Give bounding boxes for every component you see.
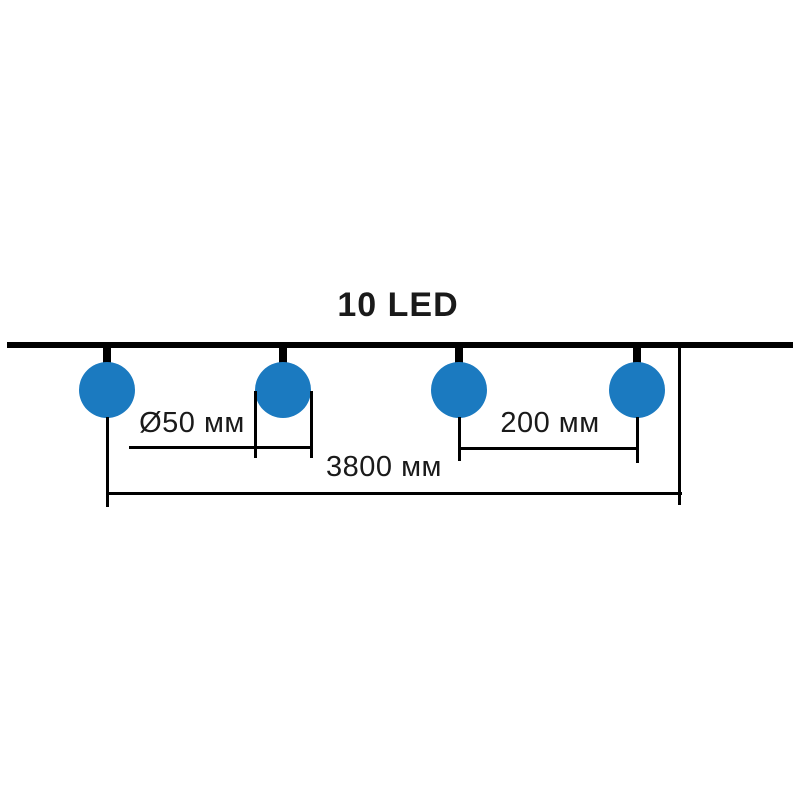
diameter-extension-left <box>254 391 257 458</box>
spacing-label: 200 мм <box>500 407 600 439</box>
length-label: 3800 мм <box>326 451 442 483</box>
diameter-dimension-line <box>129 446 313 449</box>
diameter-extension-right <box>310 391 313 458</box>
diagram-title: 10 LED <box>337 286 459 324</box>
led-bulb <box>255 362 311 418</box>
spacing-extension-right <box>636 417 639 463</box>
led-bulb <box>609 362 665 418</box>
spacing-dimension-line <box>459 447 638 450</box>
spacing-extension-left <box>458 417 461 461</box>
bulb-cord-stub <box>103 346 111 372</box>
length-extension-left <box>106 417 109 507</box>
bulb-cord-stub <box>279 346 287 372</box>
led-bulb <box>79 362 135 418</box>
bulb-cord-stub <box>633 346 641 372</box>
length-extension-right <box>678 347 681 505</box>
bulb-cord-stub <box>455 346 463 372</box>
string-wire <box>7 342 793 348</box>
diameter-label: Ø50 мм <box>139 407 245 439</box>
length-dimension-line <box>106 492 682 495</box>
led-bulb <box>431 362 487 418</box>
